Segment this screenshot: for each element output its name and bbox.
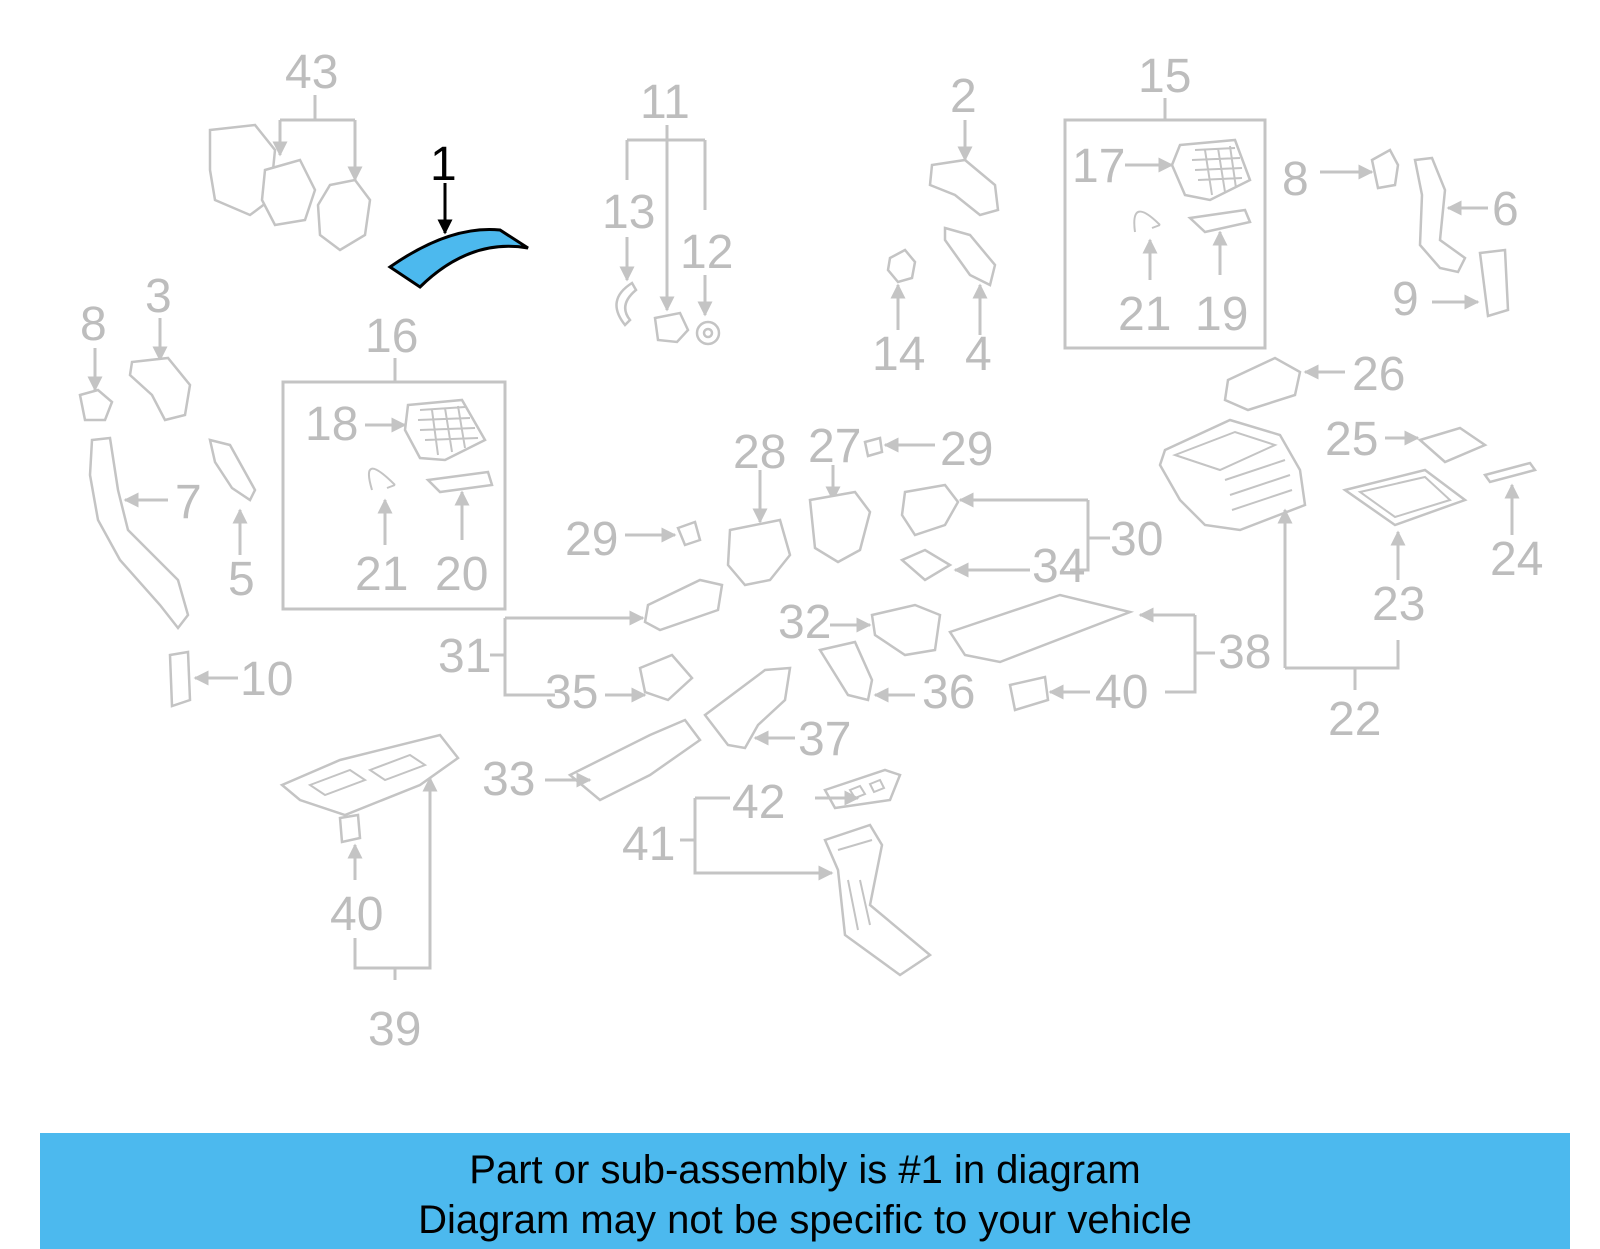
- callout-23: 23: [1372, 578, 1425, 631]
- parts-2-4-14: [886, 120, 1000, 335]
- group-box-16: [281, 358, 507, 611]
- group-box-15: [1063, 98, 1267, 350]
- callout-41: 41: [622, 818, 675, 871]
- parts-8-6-9: [1320, 148, 1510, 318]
- callout-29-left: 29: [565, 513, 618, 566]
- callout-21a: 21: [1118, 288, 1171, 341]
- callout-24: 24: [1490, 533, 1543, 586]
- banner-line-2: Diagram may not be specific to your vehi…: [418, 1198, 1192, 1242]
- callout-8-left: 8: [80, 298, 107, 351]
- callout-29-top: 29: [940, 423, 993, 476]
- callout-11: 11: [640, 76, 690, 129]
- callout-25: 25: [1325, 413, 1378, 466]
- callout-22: 22: [1328, 693, 1381, 746]
- callout-31: 31: [438, 630, 491, 683]
- callout-5: 5: [228, 553, 255, 606]
- callout-13: 13: [602, 186, 655, 239]
- parts-11-12-13: [615, 125, 721, 346]
- callout-30: 30: [1110, 513, 1163, 566]
- callout-15: 15: [1138, 50, 1191, 103]
- callout-33: 33: [482, 753, 535, 806]
- callout-4: 4: [965, 328, 992, 381]
- callout-3: 3: [145, 270, 172, 323]
- callout-6: 6: [1492, 183, 1519, 236]
- parts-39-40: [279, 733, 460, 980]
- info-banner: Part or sub-assembly is #1 in diagram Di…: [40, 1133, 1570, 1249]
- callout-40-right: 40: [1095, 666, 1148, 719]
- callout-18: 18: [305, 398, 358, 451]
- callout-43: 43: [285, 46, 338, 99]
- parts-41-42: [680, 768, 933, 977]
- callout-7: 7: [175, 476, 202, 529]
- callout-10: 10: [240, 653, 293, 706]
- callout-17: 17: [1072, 140, 1125, 193]
- callout-40-left: 40: [330, 888, 383, 941]
- parts-22-26: [1158, 356, 1538, 690]
- callout-34: 34: [1032, 540, 1085, 593]
- callout-26: 26: [1352, 348, 1405, 401]
- callout-8-top: 8: [1282, 153, 1309, 206]
- part-1-highlighted: [387, 183, 529, 289]
- callout-42: 42: [732, 776, 785, 829]
- callout-37: 37: [798, 713, 851, 766]
- parts-diagram: 43 1 11 13 12 2 14 4: [78, 46, 1543, 1056]
- callout-35: 35: [545, 666, 598, 719]
- callout-20: 20: [435, 548, 488, 601]
- callout-19: 19: [1195, 288, 1248, 341]
- callout-2: 2: [950, 70, 977, 123]
- callout-16: 16: [365, 310, 418, 363]
- callout-39: 39: [368, 1003, 421, 1056]
- part-43-blower: [208, 95, 372, 252]
- callout-9: 9: [1392, 273, 1419, 326]
- callout-14: 14: [872, 328, 925, 381]
- callout-32: 32: [778, 596, 831, 649]
- callout-1: 1: [430, 138, 457, 191]
- callout-12: 12: [680, 226, 733, 279]
- callout-36: 36: [922, 666, 975, 719]
- parts-3-8-7-5-10: [78, 318, 257, 708]
- parts-27-38: [490, 436, 1215, 802]
- callout-38: 38: [1218, 626, 1271, 679]
- callout-27: 27: [808, 420, 861, 473]
- callout-21b: 21: [355, 548, 408, 601]
- callout-28: 28: [733, 426, 786, 479]
- banner-line-1: Part or sub-assembly is #1 in diagram: [469, 1148, 1141, 1192]
